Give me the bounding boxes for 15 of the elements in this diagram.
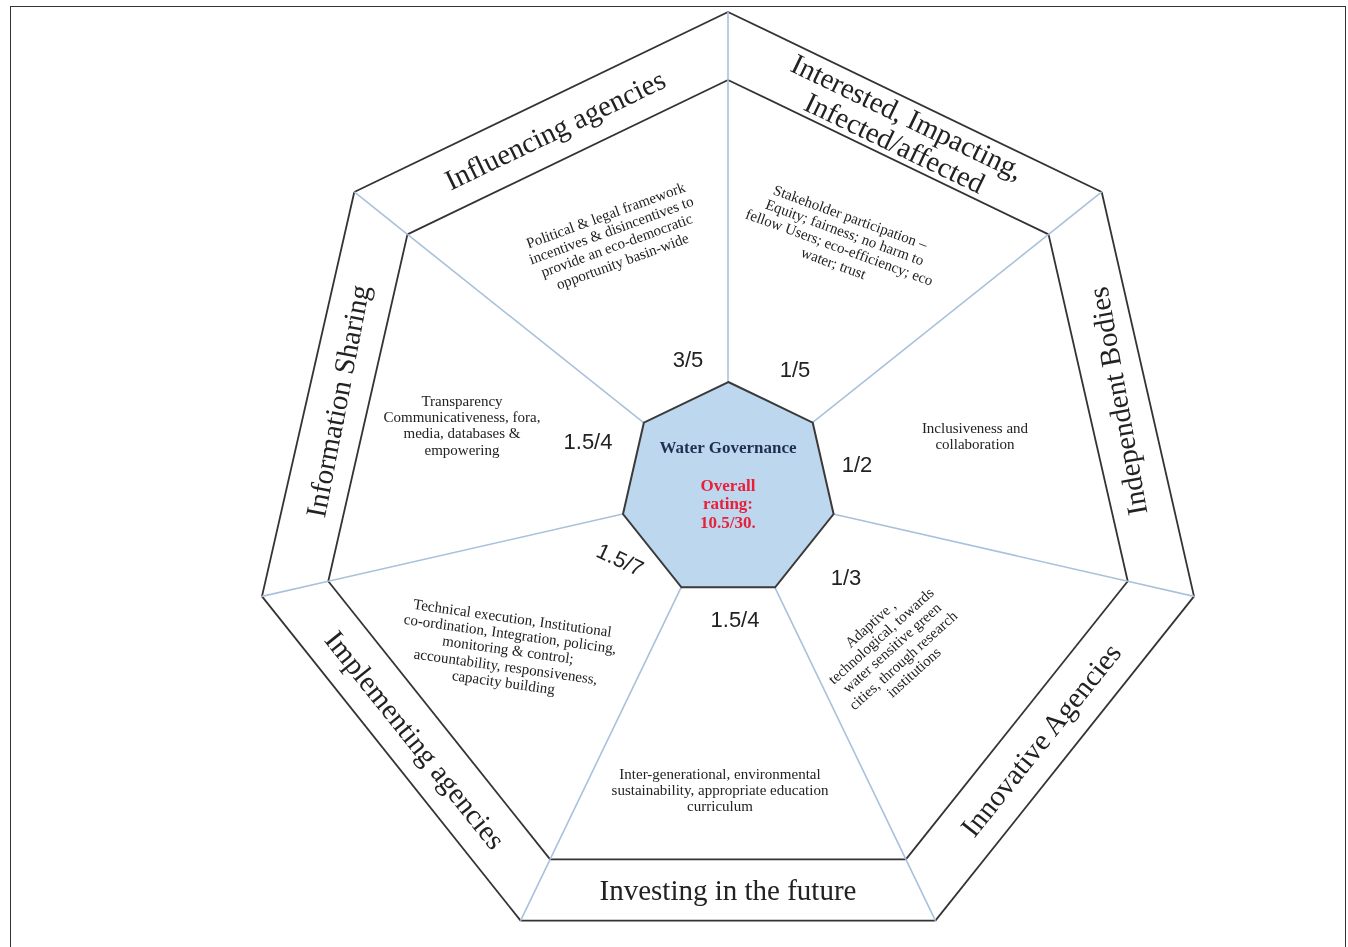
center-title: Water Governance — [658, 438, 798, 458]
rating-score: 1/3 — [830, 566, 862, 590]
rating-score: 1/2 — [841, 453, 873, 477]
rating-score: 1.5/7 — [592, 538, 648, 582]
section-heading: Independent Bodies — [1075, 240, 1161, 562]
rating-score: 1/5 — [779, 358, 811, 382]
rating-score: 1.5/4 — [563, 430, 613, 454]
section-heading: Investing in the future — [558, 875, 898, 905]
rating-score: 1.5/4 — [710, 608, 760, 632]
description-text: Transparency Communicativeness, fora, media, databases & empowering — [382, 392, 542, 458]
rating-score: 3/5 — [672, 348, 704, 372]
overall-rating: Overall rating: 10.5/30. — [699, 477, 757, 533]
description-text: Inter-generational, environmental sustainability, appropriate education curriculum — [595, 765, 845, 815]
section-heading: Information Sharing — [293, 241, 383, 561]
description-text: Inclusiveness and collaboration — [895, 419, 1055, 453]
